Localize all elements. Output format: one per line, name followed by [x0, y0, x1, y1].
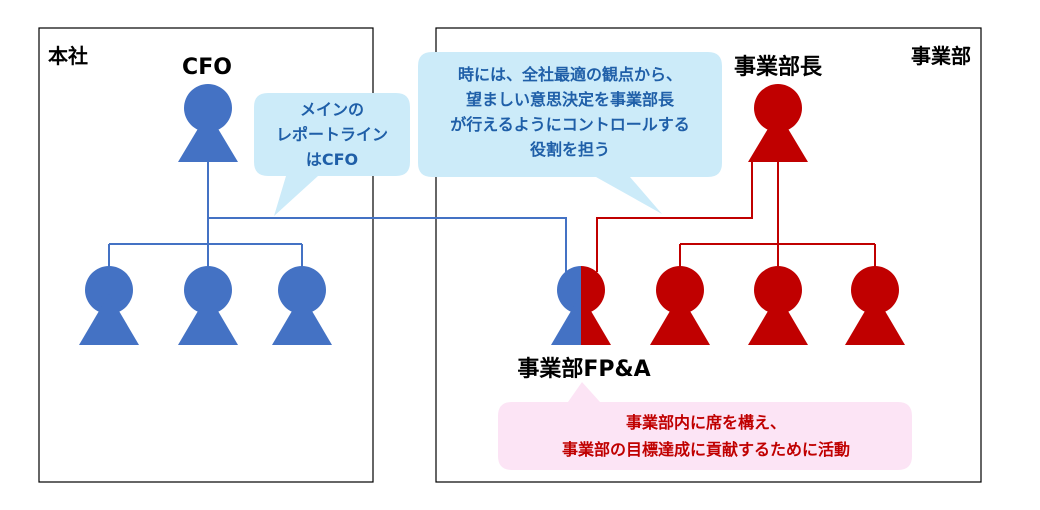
- division-staff-person-icon: [650, 266, 710, 345]
- hq-reporting-lines: [108, 162, 567, 272]
- division-head-label: 事業部長: [734, 54, 823, 80]
- control-role-callout: [418, 52, 722, 214]
- reporting-line-text-2: レポートライン: [276, 125, 388, 144]
- control-role-text-1: 時には、全社最適の観点から、: [458, 65, 682, 84]
- control-role-text-4: 役割を担う: [530, 140, 610, 159]
- control-role-text-2: 望ましい意思決定を事業部長: [466, 90, 675, 109]
- division-fpa-person-icon: [551, 266, 611, 345]
- division-staff-person-icon: [748, 266, 808, 345]
- reporting-line-callout: [254, 93, 410, 216]
- division-box: [435, 27, 982, 483]
- division-staff-person-icon: [845, 266, 905, 345]
- hq-staff-person-icon: [79, 266, 139, 345]
- division-role-callout: [498, 382, 912, 470]
- hq-staff-person-icon: [178, 266, 238, 345]
- reporting-line-text-3: はCFO: [306, 150, 358, 169]
- control-role-text-3: が行えるようにコントロールする: [450, 115, 690, 134]
- division-role-text-1: 事業部内に席を構え、: [626, 413, 786, 432]
- cfo-person-icon: [178, 84, 238, 162]
- hq-label: 本社: [48, 44, 88, 68]
- hq-staff-person-icon: [272, 266, 332, 345]
- cfo-label: CFO: [182, 55, 232, 80]
- division-fpa-label: 事業部FP&A: [517, 356, 650, 382]
- division-head-person-icon: [748, 84, 808, 162]
- division-reporting-lines: [596, 162, 876, 272]
- reporting-line-text-1: メインの: [300, 100, 364, 119]
- division-role-text-2: 事業部の目標達成に貢献するために活動: [562, 440, 850, 459]
- hq-box: [38, 27, 374, 483]
- division-label: 事業部: [911, 44, 971, 68]
